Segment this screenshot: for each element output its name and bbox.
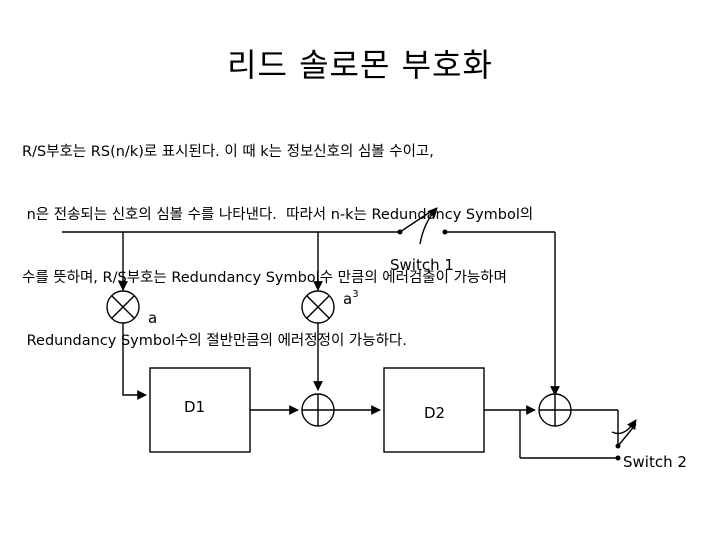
adder-2 <box>538 393 572 427</box>
multiplier-a <box>106 290 140 324</box>
multiplier-a-label: a <box>148 309 157 327</box>
slide-title: 리드 솔로몬 부호화 <box>227 46 493 84</box>
multiplier-a3 <box>301 290 335 324</box>
description-line-3: 수를 뜻하며, R/S부호는 Redundancy Symbol수 만큼의 에러… <box>22 270 507 286</box>
description-text: R/S부호는 RS(n/k)로 표시된다. 이 때 k는 정보신호의 심볼 수이… <box>22 100 712 373</box>
description-line-4: Redundancy Symbol수의 절반만큼의 에러정정이 가능하다. <box>22 333 407 349</box>
multiplier-a3-label: a3 <box>343 289 359 308</box>
description-line-1: R/S부호는 RS(n/k)로 표시된다. 이 때 k는 정보신호의 심볼 수이… <box>22 144 434 160</box>
switch1-label: Switch 1 <box>390 256 454 274</box>
switch1-icon <box>397 207 448 245</box>
description-line-2: n은 전송되는 신호의 심볼 수를 나타낸다. 따라서 n-k는 Redunda… <box>22 207 534 223</box>
a-to-d1-line <box>122 323 147 400</box>
switch2-icon <box>611 419 637 461</box>
delay-d2-label: D2 <box>424 404 445 422</box>
switch2-label: Switch 2 <box>623 453 687 471</box>
adder-1 <box>301 393 335 427</box>
delay-d1-label: D1 <box>184 398 205 416</box>
